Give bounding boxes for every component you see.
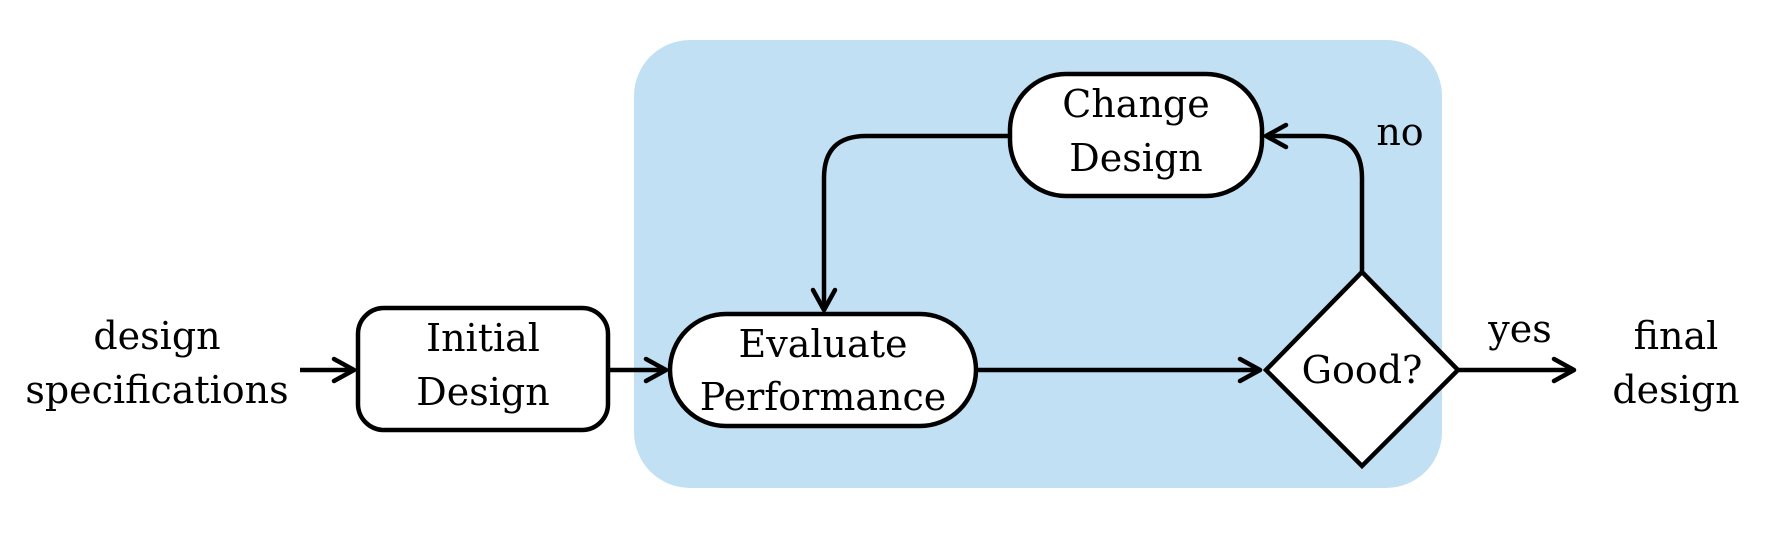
node-initial-design-line1: Initial (426, 316, 540, 360)
edge-input-to-initial (300, 356, 357, 384)
node-evaluate-line2: Performance (700, 375, 947, 419)
edge-label-yes: yes (1487, 307, 1551, 351)
output-label-line1: final (1634, 314, 1719, 358)
node-decision-label: Good? (1302, 348, 1423, 392)
edge-label-no: no (1376, 110, 1423, 154)
edge-change-to-evaluate (810, 133, 1010, 313)
output-label-line2: design (1612, 368, 1739, 412)
edge-initial-to-evaluate (608, 356, 669, 384)
node-evaluate-line1: Evaluate (739, 322, 908, 366)
edge-decision-to-output (1458, 356, 1577, 384)
node-initial-design: Initial Design (355, 305, 611, 433)
input-label-line2: specifications (25, 368, 288, 412)
node-initial-design-line2: Design (416, 370, 549, 414)
edge-decision-to-change (1263, 122, 1365, 272)
edge-evaluate-to-decision (976, 356, 1263, 384)
node-change-design-line2: Design (1069, 136, 1202, 180)
node-decision-good: Good? (1262, 268, 1462, 470)
node-change-design: Change Design (1007, 71, 1265, 199)
node-evaluate-performance: Evaluate Performance (667, 311, 979, 429)
input-label-line1: design (93, 314, 220, 358)
node-change-design-line1: Change (1062, 82, 1210, 126)
